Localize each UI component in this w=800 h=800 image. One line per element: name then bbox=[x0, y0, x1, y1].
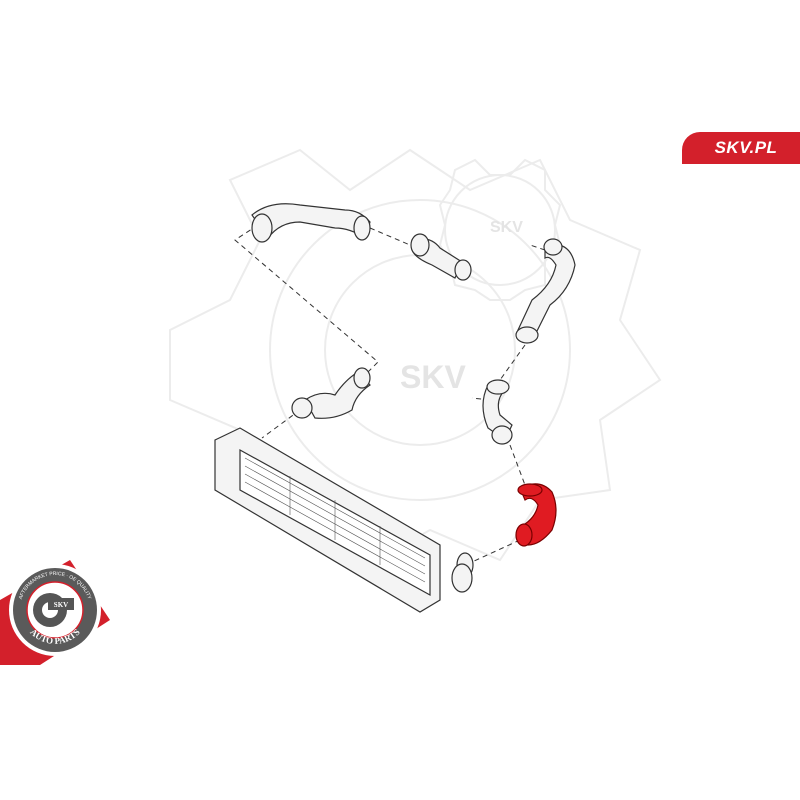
highlighted-hose-red[interactable] bbox=[515, 483, 557, 547]
watermark-text-top: SKV bbox=[490, 219, 523, 236]
badge-center-text: SKV bbox=[54, 601, 68, 609]
hose-right-elbow bbox=[482, 379, 513, 445]
hose-upper-left bbox=[251, 203, 371, 243]
intercooler bbox=[214, 427, 474, 613]
brand-logo-tab: SKV.PL bbox=[682, 132, 800, 164]
hose-left-middle bbox=[291, 367, 371, 419]
brand-logo-text: SKV.PL bbox=[714, 138, 778, 157]
hose-right-long bbox=[515, 238, 576, 344]
auto-parts-badge: SKV AFTERMARKET PRICE · OE QUALITY AUTO … bbox=[0, 560, 110, 665]
watermark-text-center: SKV bbox=[400, 359, 466, 395]
hose-upper-middle bbox=[410, 233, 472, 281]
watermark-gear-small bbox=[438, 158, 562, 301]
